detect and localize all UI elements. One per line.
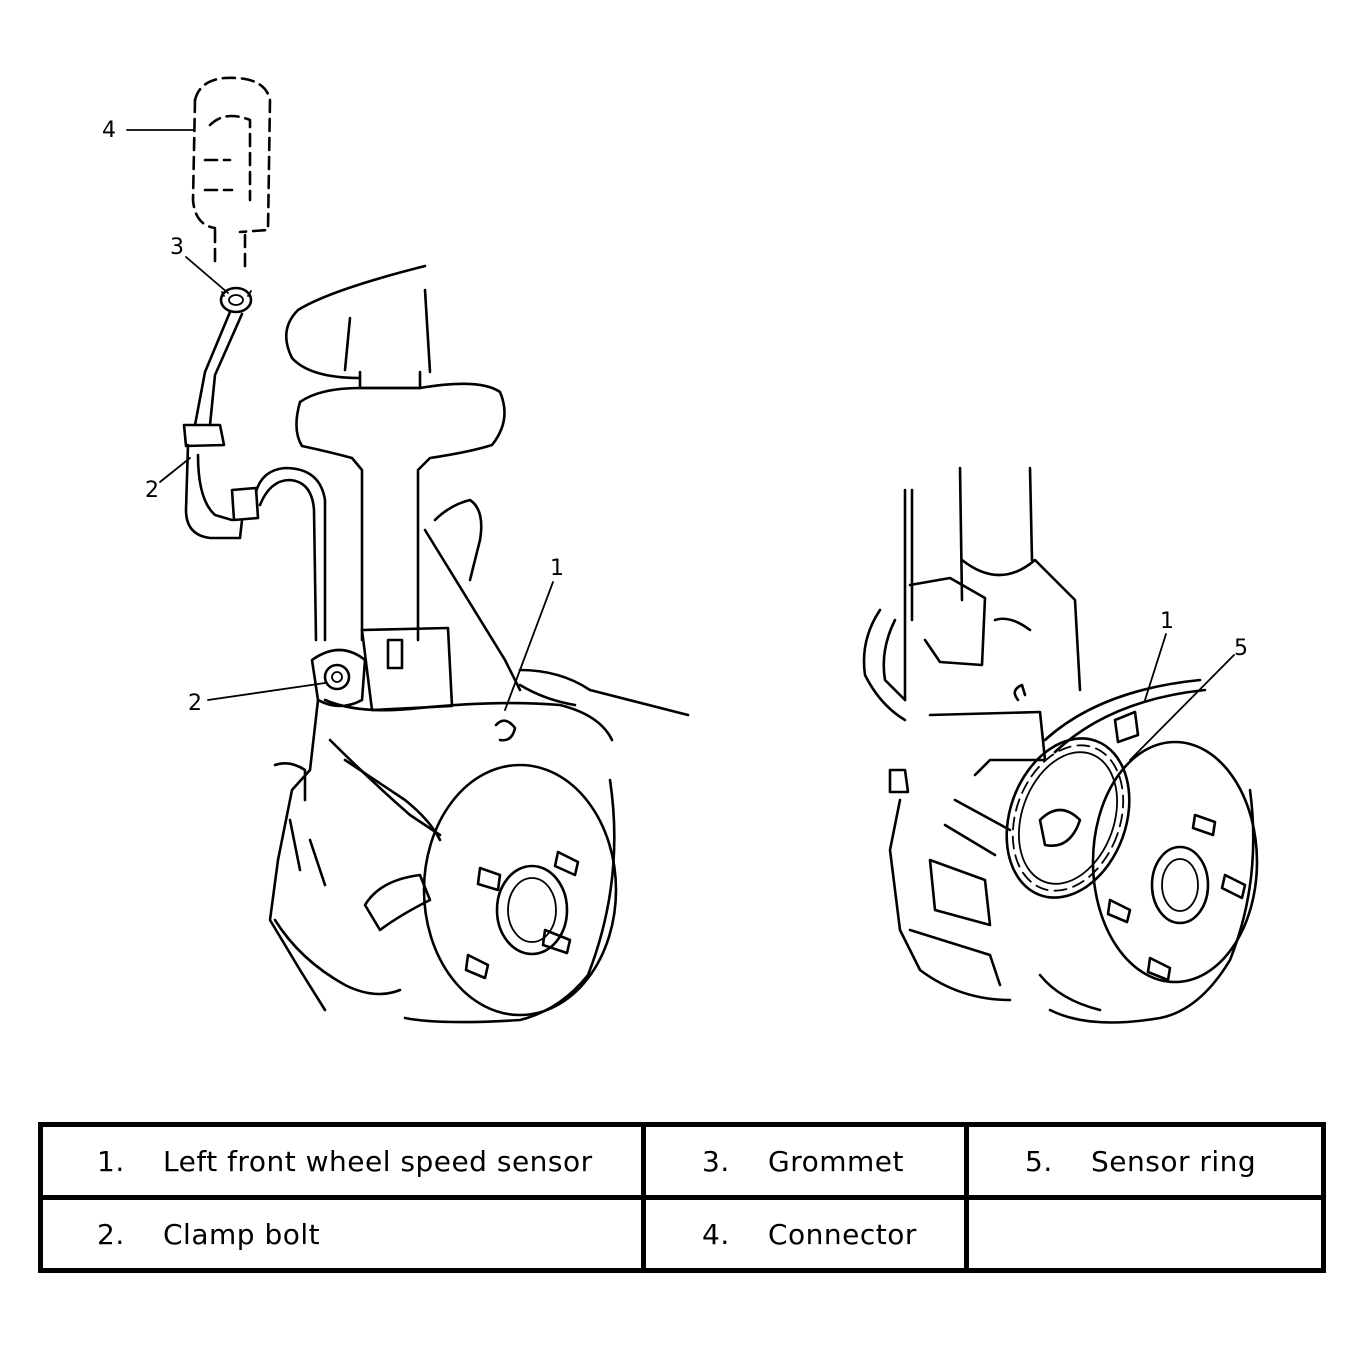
wheel-speed-sensor-diagram: 4 3 2 1 2 1 5 <box>102 76 1259 1024</box>
callout-3: 3 <box>170 235 184 260</box>
callout-4: 4 <box>102 118 116 143</box>
legend-row: 1. Left front wheel speed sensor 3. Gromme… <box>38 1122 1326 1200</box>
legend-label: Grommet <box>768 1144 904 1178</box>
legend-number: 2. <box>97 1217 125 1251</box>
callout-1-right: 1 <box>1160 609 1174 634</box>
callouts-left: 4 3 2 1 2 <box>102 118 564 716</box>
legend-cell-empty <box>964 1195 1326 1273</box>
sensor-ring <box>1005 737 1131 899</box>
legend-label: Sensor ring <box>1091 1144 1257 1178</box>
legend-row: 2. Clamp bolt 4. Connector <box>38 1195 1326 1273</box>
legend-cell: 4. Connector <box>641 1195 969 1273</box>
legend-cell: 5. Sensor ring <box>964 1122 1326 1200</box>
connector-dashed <box>191 76 272 272</box>
legend-cell: 2. Clamp bolt <box>38 1195 646 1273</box>
legend-label: Connector <box>768 1217 917 1251</box>
legend-cell: 1. Left front wheel speed sensor <box>38 1122 646 1200</box>
right-assembly-illustration <box>862 466 1259 1024</box>
legend-number: 4. <box>702 1217 730 1251</box>
legend-number: 3. <box>702 1144 730 1178</box>
legend-number: 5. <box>1025 1144 1053 1178</box>
callouts-right: 1 5 <box>1129 609 1248 761</box>
callout-2-upper: 2 <box>145 478 159 503</box>
legend-label: Clamp bolt <box>163 1217 321 1251</box>
legend-table: 1. Left front wheel speed sensor 3. Gromme… <box>38 1122 1326 1273</box>
legend-cell: 3. Grommet <box>641 1122 969 1200</box>
callout-5: 5 <box>1234 636 1248 661</box>
legend-label: Left front wheel speed sensor <box>163 1144 593 1178</box>
left-assembly-illustration <box>182 76 690 1024</box>
callout-1-left: 1 <box>550 556 564 581</box>
callout-2-lower: 2 <box>188 691 202 716</box>
legend-number: 1. <box>97 1144 125 1178</box>
grommet-left <box>219 286 253 314</box>
